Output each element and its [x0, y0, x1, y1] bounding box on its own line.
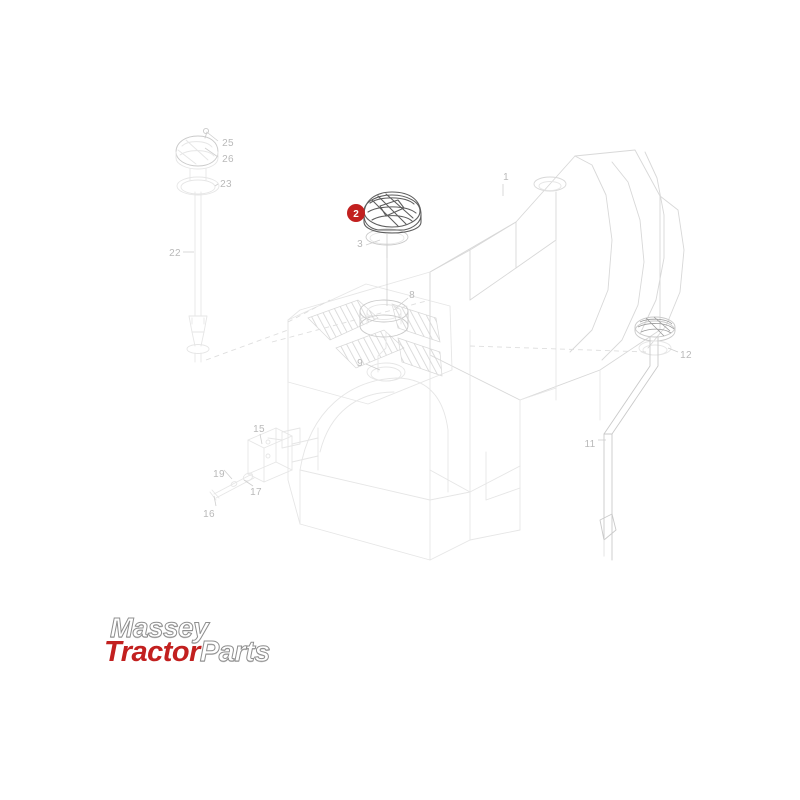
part-fuel-gauge-rod — [599, 316, 676, 561]
tank-grille-mesh — [307, 299, 443, 377]
part-fuel-tank-body — [429, 149, 685, 541]
callout-label-9: 9 — [357, 358, 363, 369]
part-fuel-cap — [363, 191, 422, 234]
logo-line-tractorparts: TractorParts — [104, 636, 271, 669]
callout-label-16: 16 — [203, 509, 215, 520]
reference-line-right — [469, 345, 649, 353]
callout-label-26: 26 — [222, 154, 234, 165]
callout-label-15: 15 — [253, 424, 265, 435]
part-filler-gasket — [366, 331, 406, 382]
logo-word-parts: Parts — [199, 636, 271, 669]
callout-label-23: 23 — [220, 179, 232, 190]
part-dipstick-assembly — [175, 127, 220, 363]
highlight-badge-2[interactable]: 2 — [347, 204, 365, 222]
callout-label-8: 8 — [409, 290, 415, 301]
callout-label-11: 11 — [585, 439, 596, 450]
callout-label-3: 3 — [357, 239, 363, 250]
reference-line-dipstick — [205, 329, 289, 361]
callout-label-19: 19 — [213, 469, 225, 480]
highlight-badge-number: 2 — [353, 209, 359, 220]
callout-label-22: 22 — [169, 248, 181, 259]
callout-label-17: 17 — [250, 487, 262, 498]
part-tank-lower-body — [267, 271, 471, 561]
callout-label-25: 25 — [222, 138, 234, 149]
logo-word-tractor: Tractor — [104, 636, 200, 668]
callout-label-1: 1 — [503, 172, 509, 183]
reference-line-left — [271, 299, 431, 343]
callout-leader-lines — [183, 132, 679, 507]
logo-line-massey: Massey — [109, 612, 209, 644]
part-mounting-bracket — [247, 427, 319, 483]
reference-line-top — [287, 299, 331, 323]
part-hardware-bolt — [209, 472, 255, 501]
brand-logo: Massey TractorParts — [104, 612, 304, 674]
callout-label-12: 12 — [680, 350, 692, 361]
